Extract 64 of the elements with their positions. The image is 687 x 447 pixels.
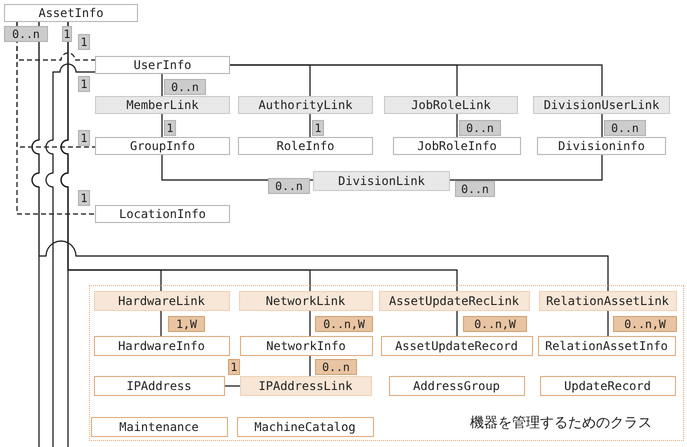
multiplicity-label: 0..n xyxy=(459,120,501,136)
link-class-box: DivisionLink xyxy=(313,171,450,191)
link-class-box: AssetUpdateRecLink xyxy=(378,290,530,310)
multiplicity-label: 0..n,W xyxy=(315,316,373,332)
multiplicity-label: 0..n,W xyxy=(463,316,527,332)
connector-line xyxy=(31,22,40,447)
class-box: JobRoleInfo xyxy=(393,137,521,155)
link-class-box: NetworkLink xyxy=(238,290,372,310)
class-box: MachineCatalog xyxy=(236,416,374,436)
group-frame xyxy=(89,285,684,441)
group-caption: 機器を管理するためのクラス xyxy=(470,414,652,432)
link-class-box: MemberLink xyxy=(95,96,230,114)
class-box: AddressGroup xyxy=(388,376,524,396)
class-box: Divisioninfo xyxy=(537,137,666,155)
class-box: NetworkInfo xyxy=(240,336,372,356)
link-class-box: DivisionUserLink xyxy=(533,96,670,114)
multiplicity-label: 1,W xyxy=(168,316,205,332)
class-box: HardwareInfo xyxy=(94,336,230,356)
class-box: RelationAssetInfo xyxy=(538,336,676,356)
class-box: UserInfo xyxy=(95,56,230,74)
class-box: UpdateRecord xyxy=(540,376,676,396)
connector-line xyxy=(16,22,95,215)
multiplicity-label: 1 xyxy=(78,34,90,50)
connector-line xyxy=(309,311,311,336)
link-class-box: HardwareLink xyxy=(94,290,230,310)
class-box: RoleInfo xyxy=(238,137,373,155)
connector-line xyxy=(309,356,311,376)
connector-line xyxy=(225,385,240,387)
multiplicity-label: 1 xyxy=(312,120,324,136)
connector-line xyxy=(60,22,69,447)
multiplicity-label: 0..n xyxy=(164,79,206,95)
connector-line xyxy=(450,155,603,181)
multiplicity-label: 0..n xyxy=(268,178,310,194)
class-box: GroupInfo xyxy=(95,137,230,155)
multiplicity-label: 1 xyxy=(62,26,72,42)
link-class-box: JobRoleLink xyxy=(384,96,518,114)
link-class-box: RelationAssetLink xyxy=(538,290,676,310)
multiplicity-label: 1 xyxy=(78,130,90,146)
class-box: IPAddress xyxy=(94,376,224,396)
multiplicity-label: 0..n,W xyxy=(613,316,677,332)
connector-line xyxy=(45,63,95,447)
connector-line xyxy=(456,311,458,336)
multiplicity-label: 1 xyxy=(78,76,90,92)
connector-line xyxy=(230,64,603,96)
multiplicity-label: 1 xyxy=(228,359,240,375)
connector-line xyxy=(161,74,163,96)
class-box: AssetInfo xyxy=(4,4,138,22)
multiplicity-label: 0..n xyxy=(315,359,357,375)
multiplicity-label: 1 xyxy=(164,120,176,136)
multiplicity-label: 0..n xyxy=(604,120,646,136)
class-box: Maintenance xyxy=(90,416,228,436)
class-box: AssetUpdateRecord xyxy=(380,336,532,356)
connector-line xyxy=(607,311,609,336)
multiplicity-label: 0..n xyxy=(4,26,48,42)
multiplicity-label: 0..n xyxy=(455,181,495,197)
connector-line xyxy=(160,311,162,336)
connector-line xyxy=(456,114,458,137)
class-box: LocationInfo xyxy=(95,205,230,223)
connector-line xyxy=(309,114,311,137)
link-class-box: IPAddressLink xyxy=(240,376,372,396)
connector-line xyxy=(161,114,163,137)
multiplicity-label: 1 xyxy=(78,190,90,206)
connector-line xyxy=(601,114,603,137)
link-class-box: AuthorityLink xyxy=(238,96,373,114)
